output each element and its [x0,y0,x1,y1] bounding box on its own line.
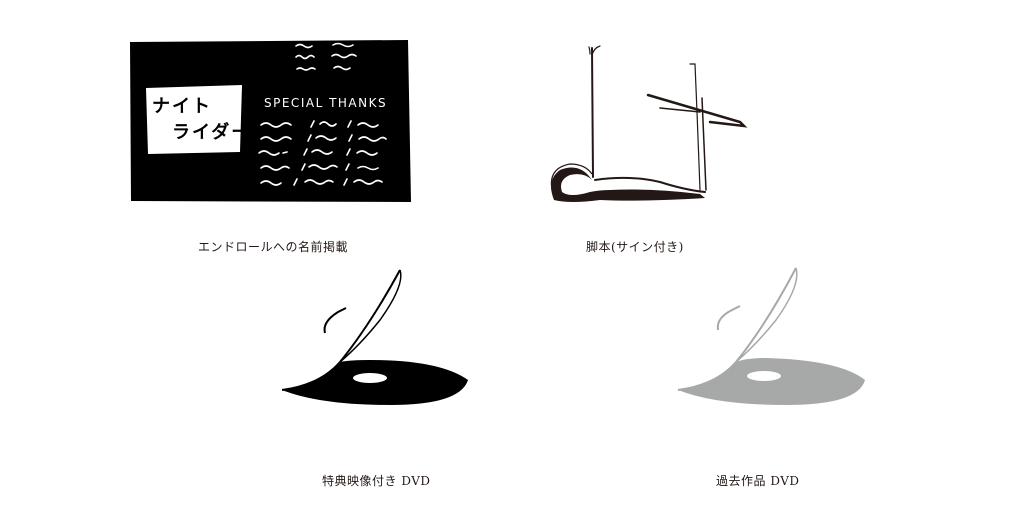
bonus-dvd-illustration [260,260,480,410]
endroll-illustration: ナイト ライダー SPECIAL THANKS [128,38,413,204]
screen-title-line2: ライダー [172,122,252,143]
dvd-disc-gray-icon [677,267,865,405]
end-credits-screen-icon [130,40,411,202]
past-dvd-illustration [660,260,880,410]
caption-script: 脚本(サイン付き) [586,240,684,254]
caption-bonus-dvd: 特典映像付き DVD [322,474,431,488]
dvd-disc-icon [281,269,468,405]
script-booklet-icon [550,45,748,202]
screen-heading: SPECIAL THANKS [264,96,388,110]
caption-past-dvd: 過去作品 DVD [716,474,800,488]
screen-title-line1: ナイト [152,96,212,117]
caption-endroll: エンドロールへの名前掲載 [198,240,349,254]
script-illustration [540,40,760,210]
